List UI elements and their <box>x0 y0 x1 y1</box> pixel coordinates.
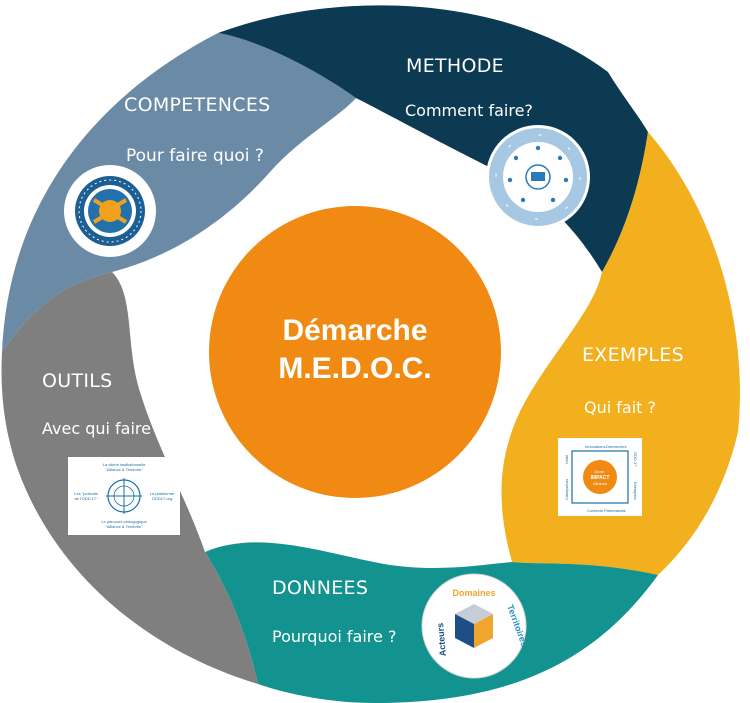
outils-label-top: La vitrine institutionnelle <box>103 462 146 467</box>
outils-subtitle: Avec qui faire ? <box>42 419 165 438</box>
exemples-label-top-left: Innovations <box>585 444 605 449</box>
exemples-center-line1: Donn. <box>595 469 606 474</box>
outils-label-left2: de l'ODD 17" <box>74 496 98 501</box>
outils-title: OUTILS <box>42 370 113 392</box>
segment-competences <box>2 33 356 352</box>
exemples-label-right-bottom: Exemples <box>633 482 638 500</box>
center-title: Démarche M.E.D.O.C. <box>210 312 500 388</box>
donnees-subtitle: Pourquoi faire ? <box>272 627 397 646</box>
exemples-label-left-top: Unité <box>564 454 569 464</box>
donnees-arc-top: Domaines <box>452 588 495 598</box>
donnees-title: DONNEES <box>272 577 369 599</box>
outils-label-top2: "Alliance & Territoire" <box>105 467 143 472</box>
center-circle <box>209 206 501 498</box>
exemples-center-line2: IMPACT <box>591 475 610 481</box>
segment-methode <box>218 5 648 272</box>
methode-subtitle: Comment faire? <box>405 101 533 120</box>
exemples-thumbnail: Innovations Démarches Contexte Partenari… <box>558 438 642 516</box>
methode-thumbnail <box>486 125 590 229</box>
methode-title: METHODE <box>406 55 504 77</box>
outils-label-right: La plateforme <box>150 491 175 496</box>
center-title-line1: Démarche <box>282 314 428 347</box>
center-title-line2: M.E.D.O.C. <box>278 352 432 385</box>
donnees-arc-left: Acteurs <box>435 622 448 656</box>
competences-subtitle: Pour faire quoi ? <box>126 146 264 166</box>
exemples-label-bottom-right: Partenariats <box>604 508 626 513</box>
exemples-title: EXEMPLES <box>582 344 684 366</box>
outils-label-left: Les "portraits <box>74 491 97 496</box>
exemples-label-left-bottom: Catalyseurs <box>564 479 569 500</box>
outils-label-bottom2: "Alliance & Territoire" <box>105 524 143 529</box>
exemples-subtitle: Qui fait ? <box>584 398 656 417</box>
exemples-label-bottom-left: Contexte <box>587 508 604 513</box>
exemples-label-right-top: ODD 17 <box>633 452 638 467</box>
exemples-label-top-right: Démarches <box>606 444 626 449</box>
competences-thumbnail <box>64 165 156 257</box>
exemples-center-line3: Alliance <box>593 481 608 486</box>
outils-label-bottom: Le parcours pédagogique <box>101 519 147 524</box>
competences-title: COMPETENCES <box>124 94 271 116</box>
outils-label-right2: ODD17.org <box>152 496 172 501</box>
outils-thumbnail: La vitrine institutionnelle "Alliance & … <box>68 457 180 535</box>
